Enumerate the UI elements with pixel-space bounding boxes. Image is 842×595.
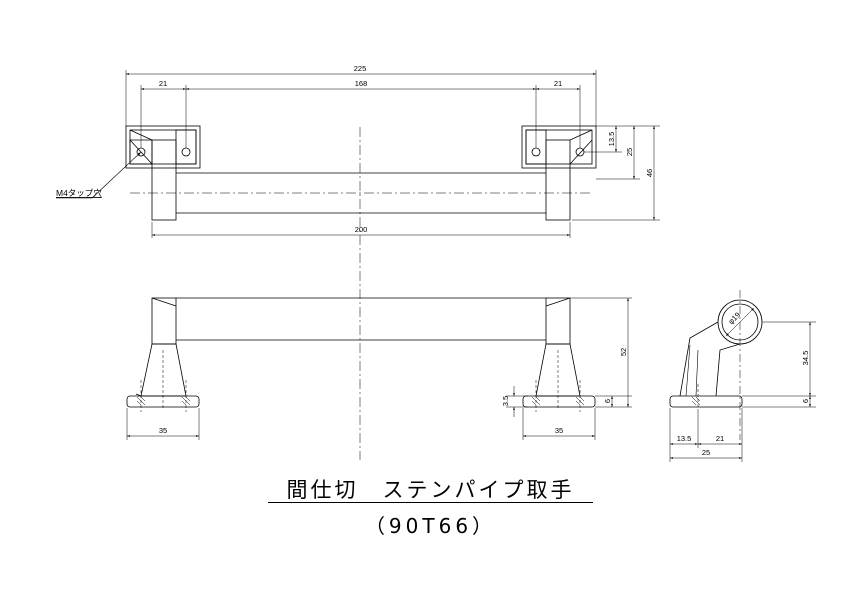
dim-side-25: 25	[702, 448, 710, 457]
dim-front-6: 6	[603, 399, 612, 403]
dim-top-right-21: 21	[554, 79, 562, 88]
dim-front-52: 52	[619, 348, 628, 356]
dim-top-right-13-5: 13.5	[607, 132, 616, 147]
dim-top-right-25: 25	[625, 148, 634, 156]
dim-top-overall: 225	[354, 64, 367, 73]
dim-top-center-168: 168	[355, 79, 368, 88]
top-view	[56, 70, 660, 460]
dim-top-right-46: 46	[645, 169, 654, 177]
dim-side-34-5: 34.5	[801, 351, 810, 366]
dim-top-left-21: 21	[159, 79, 167, 88]
front-view	[126, 297, 632, 440]
dim-side-21: 21	[716, 434, 724, 443]
tap-hole-callout: M4タップ穴	[56, 188, 102, 198]
model-code: （90T66）	[364, 514, 497, 538]
dim-top-bottom-200: 200	[355, 225, 368, 234]
dim-front-right-35: 35	[555, 426, 563, 435]
dim-side-phi19: φ19	[726, 310, 742, 326]
title-underline	[268, 502, 593, 503]
dim-front-left-35: 35	[159, 426, 167, 435]
drawing-title: 間仕切 ステンパイプ取手	[286, 478, 575, 502]
side-view	[669, 290, 816, 462]
dim-side-13-5: 13.5	[677, 434, 692, 443]
dim-front-3-5: 3.5	[501, 396, 510, 406]
dim-side-6: 6	[801, 399, 810, 403]
